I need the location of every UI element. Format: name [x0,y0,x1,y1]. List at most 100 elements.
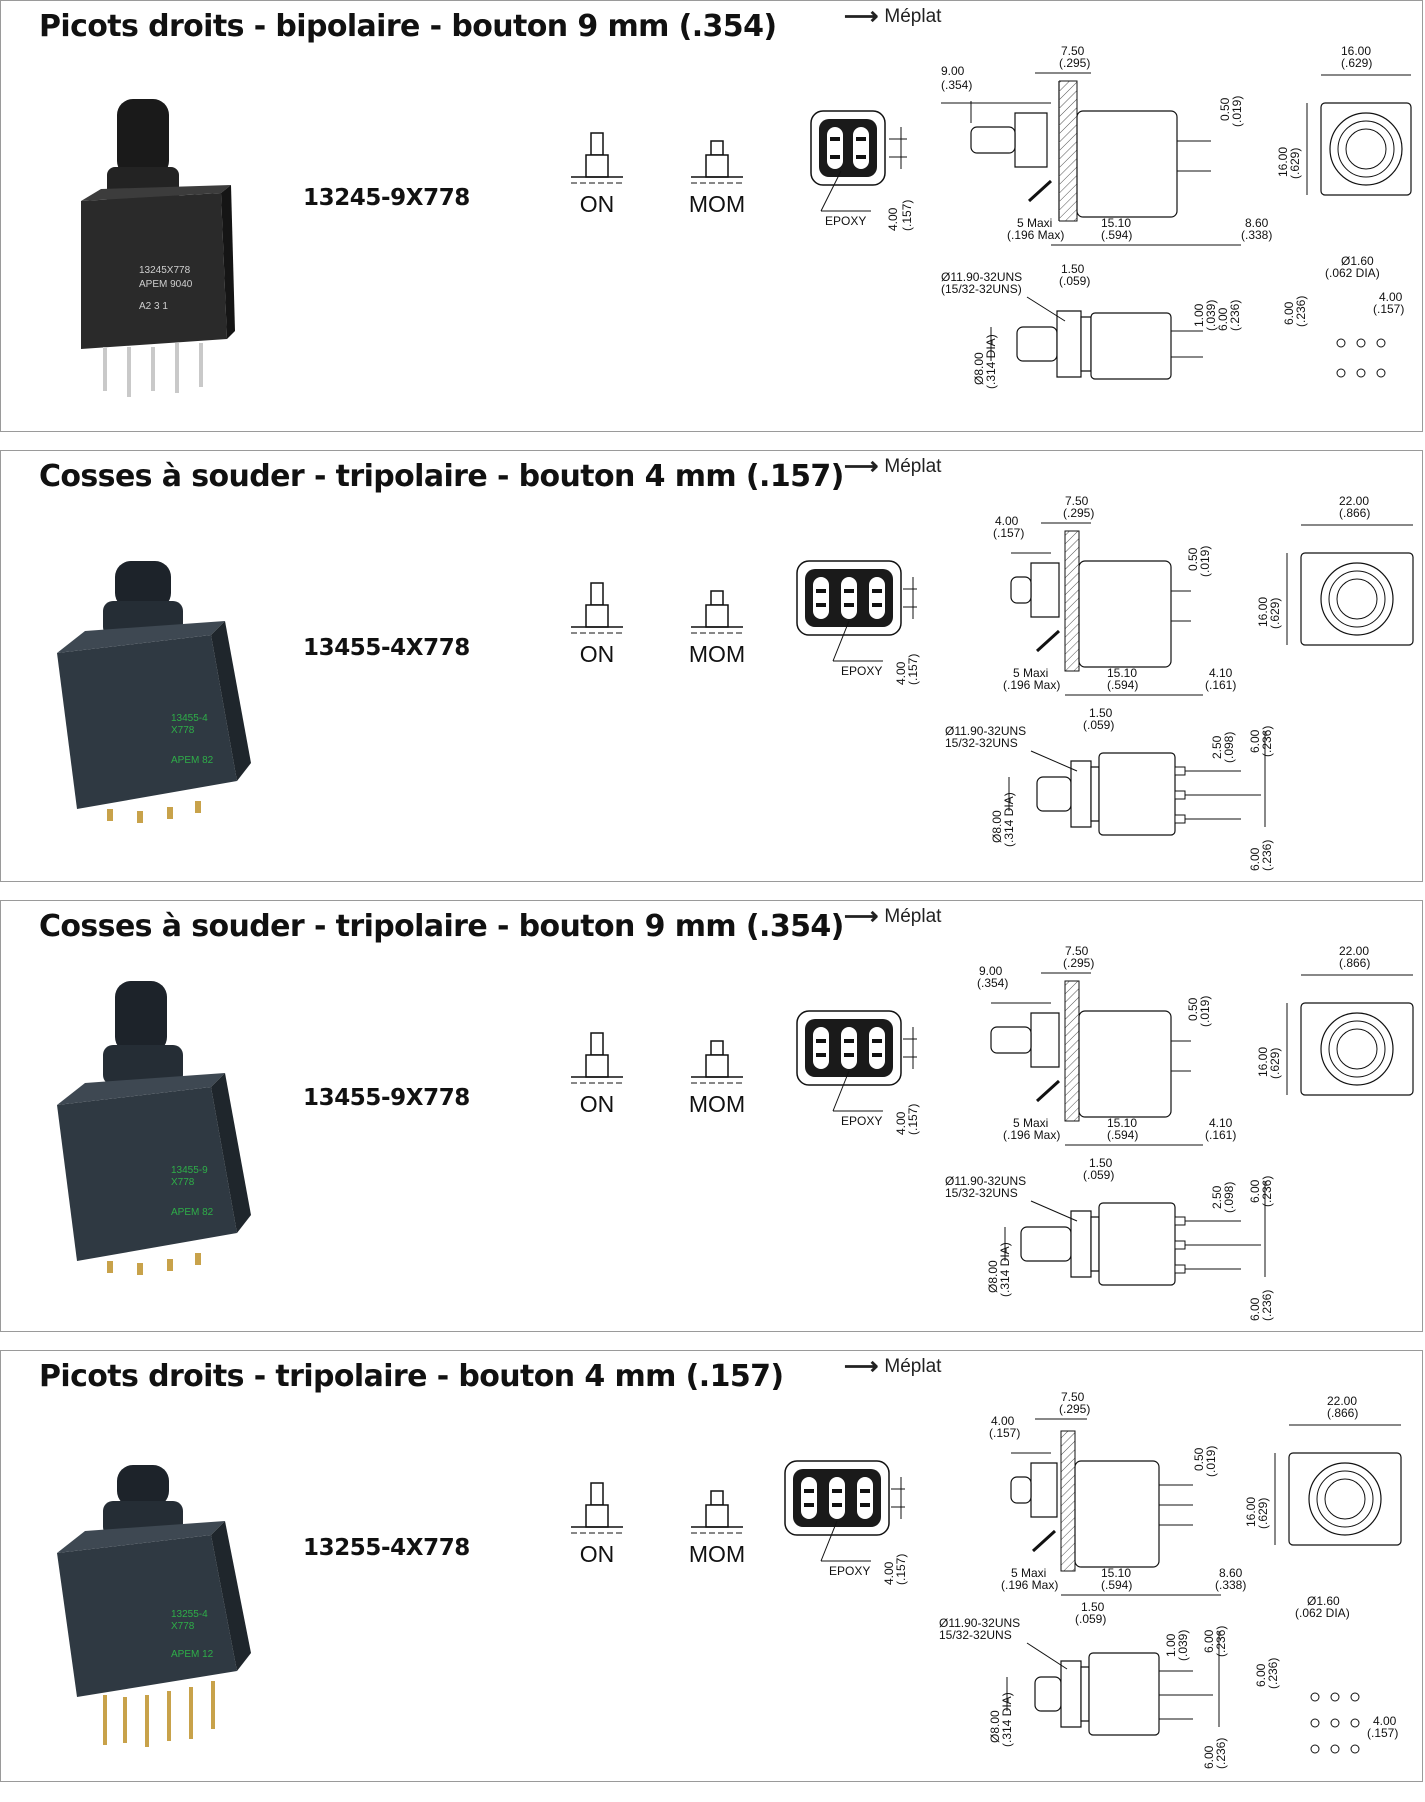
product-panel: Picots droits - bipolaire - bouton 9 mm … [0,0,1423,432]
dim-pitch2-in: (.236) [1260,1290,1274,1321]
dim-dia: Ø8.00 [972,352,986,385]
meplat-legend: ⟶Méplat [844,455,941,479]
dim-pitch2-in: (.236) [1214,1738,1228,1769]
dim-maxi: 5 Maxi [1013,1116,1048,1130]
dim-pin: 2.50 [1210,735,1224,759]
dim-height: 16.00 [1276,147,1290,177]
dim-tab-in: (.019) [1198,996,1212,1027]
dim-body: 15.10 [1101,216,1131,230]
part-number: 13455-4X778 [303,635,470,661]
dim-term-in: (.161) [1205,1128,1236,1142]
dim-pin-in: (.039) [1176,1630,1190,1661]
dim-flat: 1.50 [1061,262,1085,276]
dimension-drawing: 4.00 (.157) 7.50 (.295) 0.50 (.019) 5 Ma… [939,1390,1411,1769]
dim-body-in: (.594) [1101,1578,1132,1592]
dim-maxi-in: (.196 Max) [1003,678,1060,692]
dim-hole-pitch: 4.00 [1379,290,1403,304]
dim-thread-in: 15/32-32UNS [945,1186,1018,1200]
part-number: 13255-4X778 [303,1535,470,1561]
dim-tab-in: (.019) [1204,1446,1218,1477]
dim-pitch-in: (.236) [1260,1176,1274,1207]
dim-hole-pitch: 4.00 [1373,1714,1397,1728]
part-number: 13245-9X778 [303,185,470,211]
dim-epoxy: 4.00 [882,1561,896,1585]
part-number: 13455-9X778 [303,1085,470,1111]
dim-panel-in: (.295) [1063,506,1094,520]
dim-tab-in: (.019) [1198,546,1212,577]
dim-height: 16.00 [1244,1497,1258,1527]
meplat-legend: ⟶Méplat [844,1355,941,1379]
dim-epoxy-in: (.157) [906,1104,920,1135]
dim-pitch-in: (.236) [1228,300,1242,331]
dim-pitch: 6.00 [1248,729,1262,753]
meplat-label: Méplat [884,906,942,927]
dim-pin: 1.00 [1192,303,1206,327]
dim-width: 22.00 [1339,494,1369,508]
panel-title: Picots droits - bipolaire - bouton 9 mm … [39,9,777,44]
dim-width-in: (.629) [1341,56,1372,70]
switch-state-mom-icon [687,1031,747,1087]
switch-photo: 13455-9 X778 APEM 82 [57,981,251,1275]
dim-dia-in: (.314 DIA) [1000,1692,1014,1747]
dim-maxi-in: (.196 Max) [1003,1128,1060,1142]
dim-epoxy-in: (.157) [906,654,920,685]
dim-button: 9.00 [979,964,1003,978]
arrow-right-icon: ⟶ [844,3,879,30]
dim-row-pitch-in: (.236) [1266,1658,1280,1689]
panel-title: Picots droits - tripolaire - bouton 4 mm… [39,1359,784,1394]
dim-width: 22.00 [1327,1394,1357,1408]
dim-panel: 7.50 [1061,1390,1085,1404]
dim-width: 22.00 [1339,944,1369,958]
dim-pitch-in: (.236) [1260,726,1274,757]
dim-term: 4.10 [1209,666,1233,680]
dimension-drawing: 9.00 (.354) 7.50 (.295) 0.50 (.019) 5 Ma… [941,44,1421,389]
switch-photo: 13255-4 X778 APEM 12 [57,1465,251,1747]
dim-epoxy-in: (.157) [894,1554,908,1585]
dim-tab: 0.50 [1186,547,1200,571]
dim-pin: 2.50 [1210,1185,1224,1209]
dim-hole-pitch-in: (.157) [1367,1726,1398,1740]
dim-pitch2: 6.00 [1248,1297,1262,1321]
dim-button: 9.00 [941,64,965,78]
dim-maxi: 5 Maxi [1017,216,1052,230]
state-mom: MOM [657,1481,777,1568]
dim-panel-in: (.295) [1059,56,1090,70]
dimension-drawing: 4.00 (.157) 7.50 (.295) 0.50 (.019) 5 Ma… [945,494,1421,871]
dim-flat-in: (.059) [1059,274,1090,288]
dim-button: 4.00 [995,514,1019,528]
photo-marking: APEM 12 [171,1649,214,1660]
dim-button-in: (.354) [977,976,1008,990]
dim-width-in: (.866) [1339,506,1370,520]
state-mom: MOM [657,131,777,218]
panel-title: Cosses à souder - tripolaire - bouton 4 … [39,459,844,494]
dim-term-in: (.338) [1215,1578,1246,1592]
meplat-label: Méplat [884,1356,942,1377]
dim-dia: Ø8.00 [988,1710,1002,1743]
arrow-right-icon: ⟶ [844,453,879,480]
dim-height: 16.00 [1256,1047,1270,1077]
epoxy-label: EPOXY [841,1114,882,1128]
state-on: ON [537,1031,657,1118]
photo-marking: X778 [171,725,195,736]
dim-row-pitch: 6.00 [1282,301,1296,325]
dim-flat-in: (.059) [1083,1168,1114,1182]
meplat-legend: ⟶Méplat [844,5,941,29]
photo-marking: A2 3 1 [139,301,168,312]
dim-thread: Ø11.90-32UNS [939,1616,1020,1630]
state-mom-label: MOM [688,1541,746,1567]
dim-dia: Ø8.00 [986,1260,1000,1293]
dim-maxi: 5 Maxi [1011,1566,1046,1580]
dim-button-in: (.157) [993,526,1024,540]
dim-body-in: (.594) [1101,228,1132,242]
dim-thread-in: 15/32-32UNS [939,1628,1012,1642]
dim-pin: 1.00 [1164,1633,1178,1657]
dim-pitch2: 6.00 [1248,847,1262,871]
dim-body: 15.10 [1107,666,1137,680]
switch-state-mom-icon [687,1481,747,1537]
dim-row-pitch: 6.00 [1254,1663,1268,1687]
product-panel: Cosses à souder - tripolaire - bouton 9 … [0,900,1423,1332]
state-on-label: ON [579,641,615,667]
photo-marking: APEM 82 [171,1207,214,1218]
dim-body: 15.10 [1107,1116,1137,1130]
photo-marking: APEM 9040 [139,279,193,290]
